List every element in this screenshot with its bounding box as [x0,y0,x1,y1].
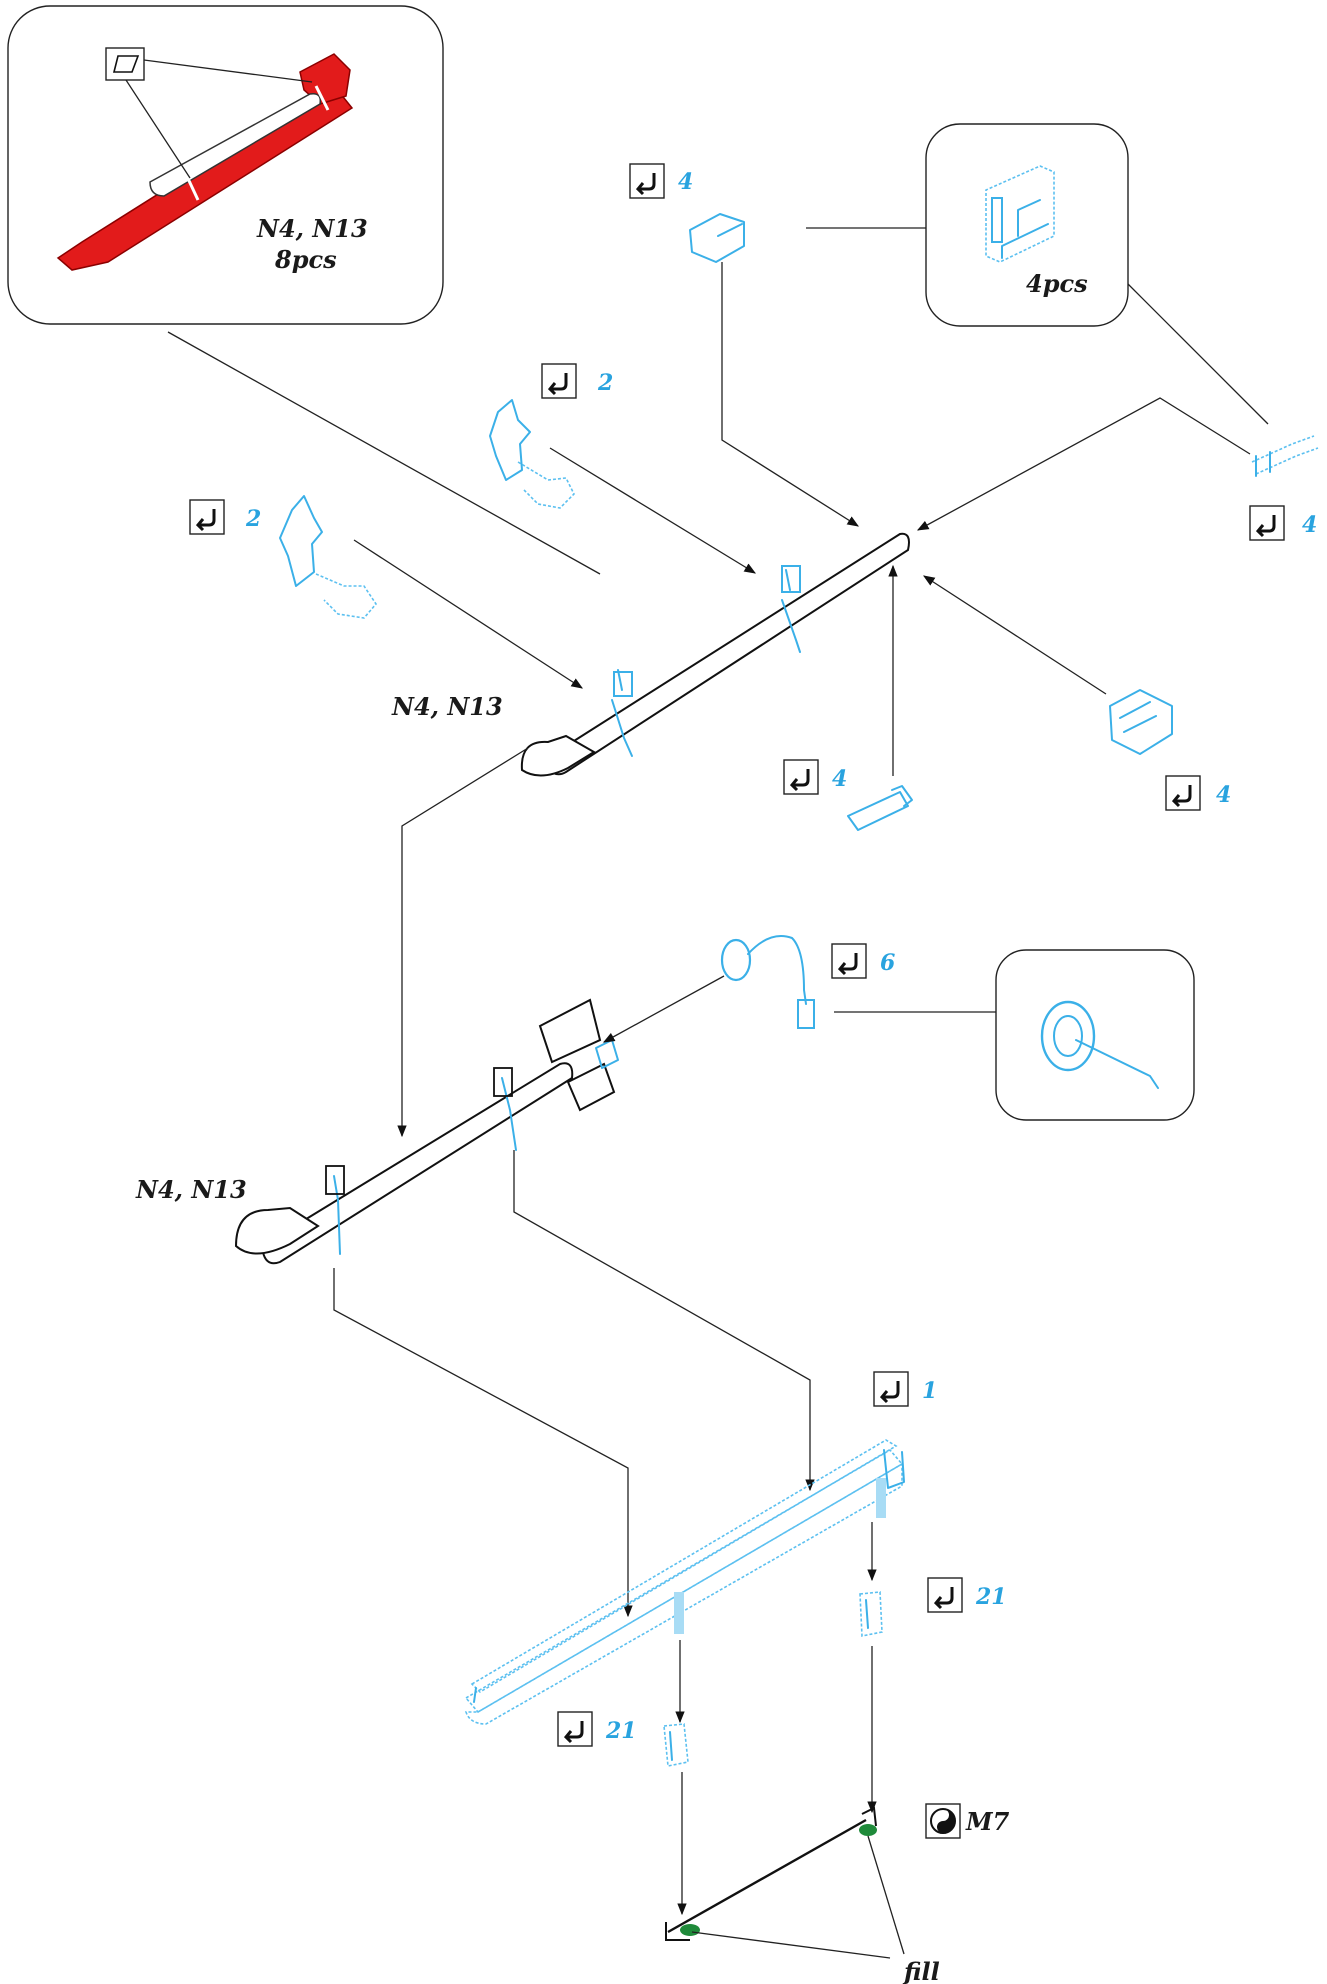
part-2-upper: 2 [489,362,613,509]
hook-arrow-icon [1164,774,1202,812]
detail-inset-red: N4, N13 8pcs [7,5,444,325]
part-4-bottom-center: 4 [782,758,913,831]
svg-text:21: 21 [975,1584,1007,1610]
svg-text:4: 4 [1302,512,1317,538]
svg-text:4: 4 [1216,782,1231,808]
hook-arrow-icon [782,758,820,796]
part-21-right: 21 [859,1576,1007,1637]
svg-text:2: 2 [245,506,261,532]
svg-text:4: 4 [678,169,693,195]
part-21-left: 21 [556,1710,689,1767]
detail-qty-label: N4, N13 [256,214,368,243]
paint-callout: M7 [925,1803,1010,1839]
svg-text:4: 4 [832,766,847,792]
assembly-label-upper: N4, N13 [391,692,503,721]
svg-text:2: 2 [597,370,613,396]
red-highlight-rocket-pod [56,53,354,271]
svg-text:1: 1 [922,1378,937,1404]
part-1-rail: 1 [464,1370,937,1725]
rocket-pod-lower [234,998,619,1265]
bracket-part-detail [985,165,1055,263]
part-6-sight: 6 [720,935,895,1029]
part-2-left: 2 [188,495,378,619]
hook-arrow-icon [188,498,226,536]
inset-pcs-label: 4pcs [1026,269,1088,298]
inset-bracket-4pcs: 4pcs [925,123,1129,327]
part-4-right: 4 [1248,435,1319,542]
hook-arrow-icon [556,1710,594,1748]
svg-text:6: 6 [880,950,895,976]
svg-text:M7: M7 [965,1807,1010,1836]
hook-arrow-icon [926,1576,964,1614]
hook-arrow-icon [540,362,578,400]
yin-yang-paint-icon [930,1808,956,1834]
hook-arrow-icon [872,1370,910,1408]
hook-arrow-icon [830,942,868,980]
glue-plane-icon [105,47,145,81]
hook-arrow-icon [628,162,666,200]
rocket-pod-upper [520,532,910,777]
inset-sight-detail [995,949,1195,1121]
hook-arrow-icon [1248,504,1286,542]
fill-note: fill [902,1957,940,1984]
part-4-top: 4 [628,162,745,263]
painted-rail-m7 [665,1806,877,1941]
svg-text:21: 21 [605,1718,637,1744]
detail-pcs-label: 8pcs [274,245,337,274]
assembly-label-lower: N4, N13 [135,1175,247,1204]
part-4-bottom-right: 4 [1109,689,1231,812]
